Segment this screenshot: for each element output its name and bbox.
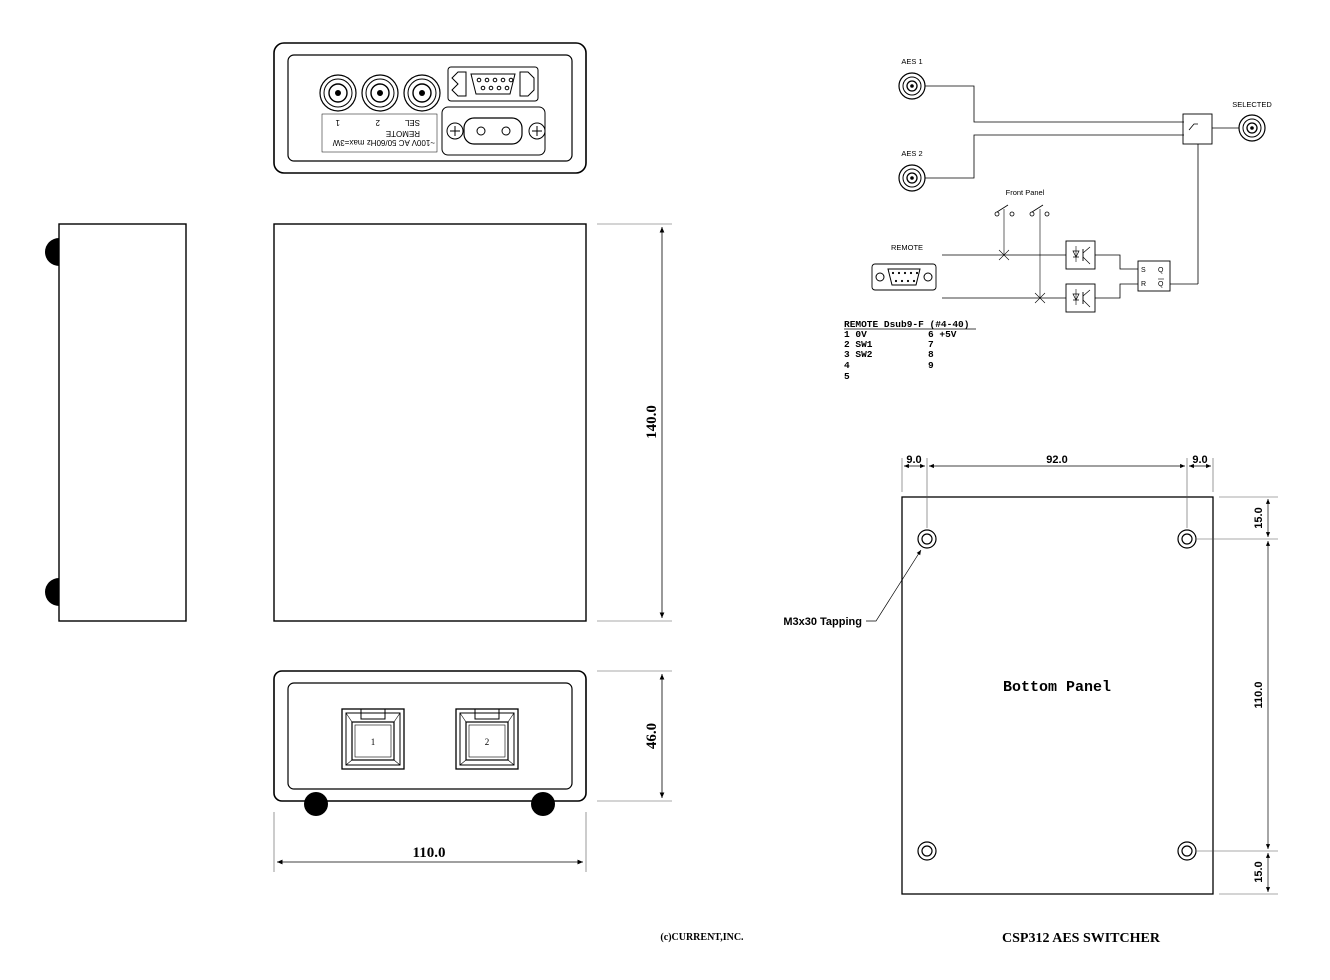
pinout-row-left: 5 [844,371,850,382]
pinout-row-right: 6 +5V [928,329,957,340]
remote-pinout-table: REMOTE Dsub9-F (#4-40) 1 0V 6 +5V 2 SW1 … [844,319,976,382]
bnc-connector-sel [403,74,441,112]
tapping-label: M3x30 Tapping [783,616,862,628]
selected-label: SELECTED [1232,100,1272,109]
pinout-row-right: 8 [928,349,934,360]
latch-q-label: Q [1158,267,1164,274]
bottom-panel-view: Bottom Panel M3x30 Tapping 9.0 92.0 9.0 … [783,454,1278,895]
remote-label: REMOTE [386,129,420,138]
copyright-label: (c)CURRENT,INC. [660,932,744,943]
sel-label: SEL [404,118,420,127]
width-dimension-110: 110.0 [413,845,446,861]
latch-s-label: S [1141,267,1146,274]
button-2-label: 2 [485,737,490,747]
bnc-connector-1 [319,74,357,112]
latch-qbar-label: Q [1158,281,1164,288]
front-panel-label: Front Panel [1006,188,1045,197]
front-panel-switch-2 [1029,204,1050,298]
front-button-1[interactable]: 1 [341,708,405,770]
pinout-row-left: 4 [844,360,850,371]
side-view [45,223,187,622]
aes2-connector [898,164,926,192]
front-button-2[interactable]: 2 [455,708,519,770]
pinout-row-right: 7 [928,339,934,350]
dimension-110-bottom: 110.0 [1253,682,1265,709]
aes2-label: AES 2 [901,149,922,158]
mounting-hole [1177,841,1197,861]
mounting-hole [1177,529,1197,549]
dimension-15-bottom: 15.0 [1253,861,1265,882]
dsub-connector [447,66,539,102]
latch-r-label: R [1141,281,1146,288]
button-1-label: 1 [371,737,376,747]
top-view: 140.0 [273,223,672,622]
product-title: CSP312 AES SWITCHER [1002,931,1161,946]
input-2-label: 2 [375,118,380,127]
remote-schematic-label: REMOTE [891,243,923,252]
bnc-connector-2 [361,74,399,112]
power-inlet [441,106,546,156]
dimension-9-right: 9.0 [1192,454,1207,466]
dimension-9-left: 9.0 [906,454,921,466]
back-panel-view: ~100V AC 50/60Hz max=3W REMOTE SEL 2 1 [273,42,587,174]
selected-connector [1238,114,1266,142]
mounting-hole [917,841,937,861]
front-panel-switch-1 [994,204,1015,255]
relay-switch [1182,113,1213,145]
optocoupler-1 [1065,240,1096,270]
pinout-title: REMOTE Dsub9-F (#4-40) [844,319,969,330]
optocoupler-2 [1065,283,1096,313]
sr-latch: S R Q Q [1137,260,1171,292]
height-dimension-140: 140.0 [644,405,660,439]
front-view: 1 2 46.0 110.0 [273,670,672,872]
dimension-92: 92.0 [1046,454,1067,466]
pinout-row-left: 1 0V [844,329,867,340]
input-1-label: 1 [335,118,340,127]
remote-dsub-connector [871,263,937,291]
power-rating-label: ~100V AC 50/60Hz max=3W [332,138,435,147]
dimension-15-top: 15.0 [1253,507,1265,528]
aes1-label: AES 1 [901,57,922,66]
aes1-connector [898,72,926,100]
mounting-hole [917,529,937,549]
bottom-panel-title: Bottom Panel [1003,679,1111,696]
signal-schematic: AES 1 AES 2 SELECTED Fr [871,57,1272,313]
height-dimension-46: 46.0 [644,723,660,749]
pinout-row-left: 2 SW1 [844,339,873,350]
pinout-row-right: 9 [928,360,934,371]
pinout-row-left: 3 SW2 [844,349,873,360]
